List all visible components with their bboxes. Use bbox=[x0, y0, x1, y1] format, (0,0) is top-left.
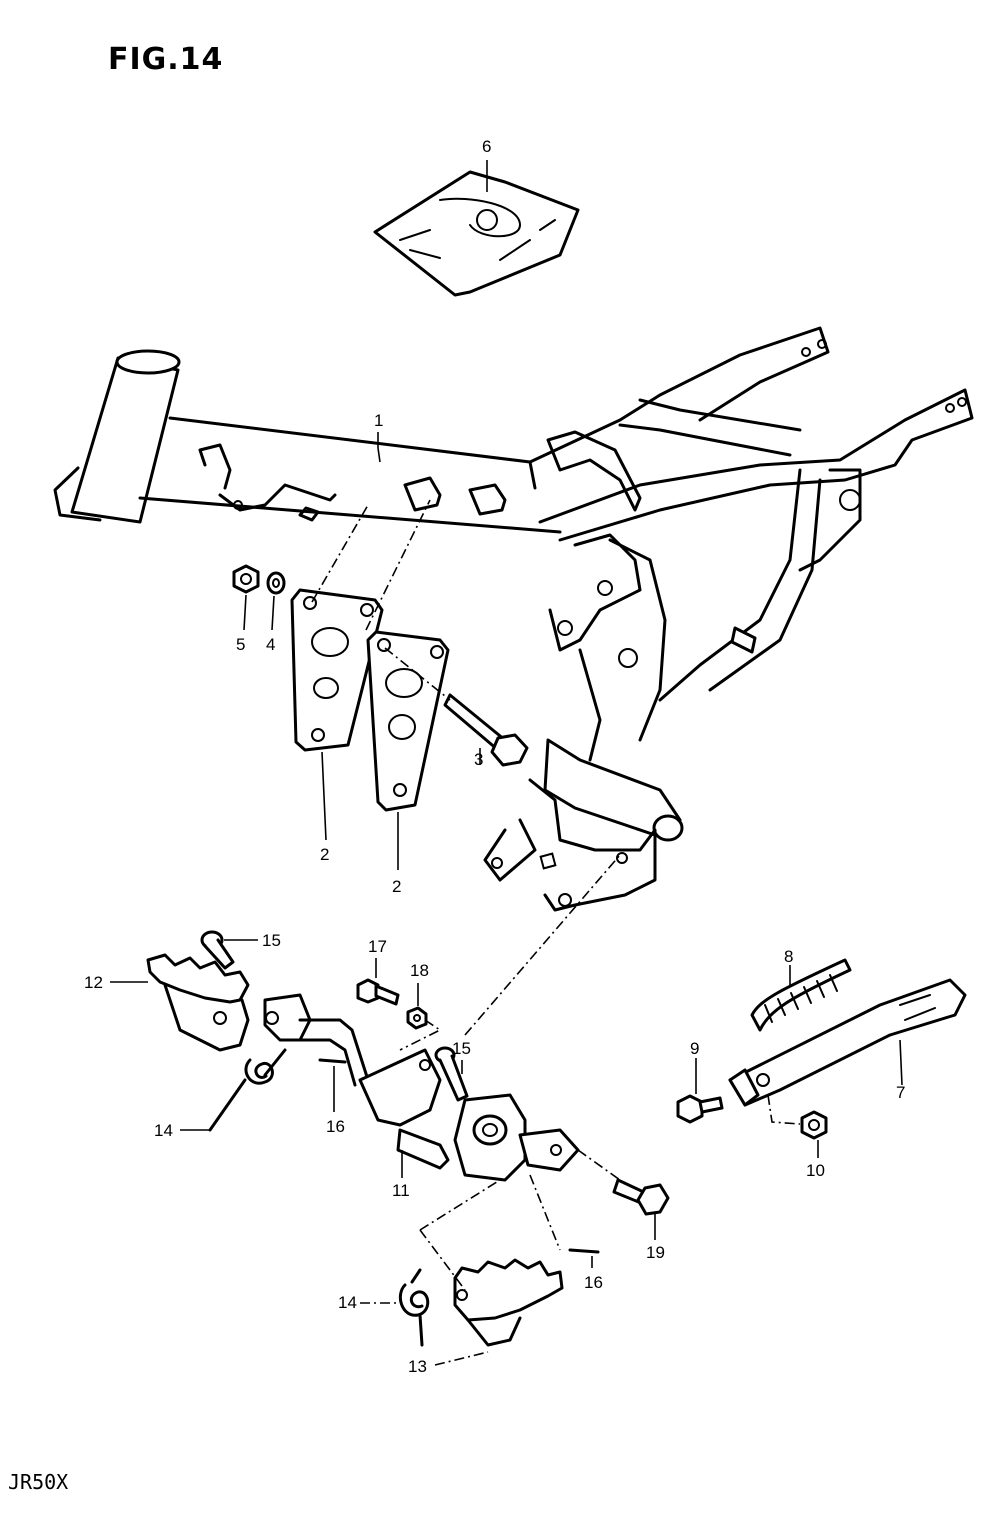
side-stand-spring bbox=[750, 958, 852, 1032]
figure-title: FIG.14 bbox=[108, 42, 224, 77]
tool-bag bbox=[373, 160, 580, 297]
callout-4: 4 bbox=[266, 635, 275, 654]
callout-8: 8 bbox=[784, 947, 793, 966]
callout-7: 7 bbox=[896, 1083, 905, 1102]
nut bbox=[232, 564, 260, 631]
callout-16a: 16 bbox=[326, 1117, 345, 1136]
callout-14b: 14 bbox=[338, 1293, 357, 1312]
callout-19: 19 bbox=[646, 1243, 665, 1262]
callout-2a: 2 bbox=[320, 845, 329, 864]
washer bbox=[266, 571, 286, 631]
callout-16b: 16 bbox=[584, 1273, 603, 1292]
model-code: JR50X bbox=[8, 1470, 69, 1494]
return-spring bbox=[180, 1048, 287, 1132]
callout-17: 17 bbox=[368, 937, 387, 956]
clevis-pin bbox=[200, 930, 258, 970]
bolt-small bbox=[356, 958, 400, 1006]
footrest-left bbox=[110, 953, 250, 1052]
callout-12: 12 bbox=[84, 973, 103, 992]
side-stand-bolt bbox=[676, 1058, 724, 1124]
clevis-pin-right bbox=[434, 1046, 469, 1102]
side-stand bbox=[728, 978, 967, 1107]
cotter-pin bbox=[318, 1058, 347, 1112]
return-spring-lower bbox=[360, 1268, 430, 1347]
callout-1: 1 bbox=[374, 411, 383, 430]
callout-15b: 15 bbox=[452, 1039, 471, 1058]
callout-11: 11 bbox=[392, 1181, 410, 1200]
callout-10: 10 bbox=[806, 1161, 825, 1180]
callout-18: 18 bbox=[410, 961, 429, 980]
cotter-pin-lower bbox=[568, 1248, 600, 1268]
mounting-bolt bbox=[443, 693, 529, 767]
callout-labels: 1 2 2 3 4 5 6 7 8 9 10 11 12 13 14 14 15… bbox=[84, 137, 905, 1376]
callout-5: 5 bbox=[236, 635, 245, 654]
engine-mount-plate-left bbox=[290, 588, 384, 841]
callout-6: 6 bbox=[482, 137, 491, 156]
callout-3: 3 bbox=[474, 750, 483, 769]
callout-2b: 2 bbox=[392, 877, 401, 896]
pivot-bolt bbox=[577, 1149, 670, 1240]
frame bbox=[53, 326, 974, 912]
footrest-right bbox=[434, 1258, 564, 1366]
callout-15a: 15 bbox=[262, 931, 281, 950]
side-stand-nut bbox=[767, 1094, 828, 1158]
callout-13: 13 bbox=[408, 1357, 427, 1376]
footrest-bracket bbox=[263, 993, 580, 1182]
engine-mount-plate-right bbox=[366, 630, 450, 870]
nut-small bbox=[406, 983, 428, 1030]
callout-14a: 14 bbox=[154, 1121, 173, 1140]
callout-9: 9 bbox=[690, 1039, 699, 1058]
